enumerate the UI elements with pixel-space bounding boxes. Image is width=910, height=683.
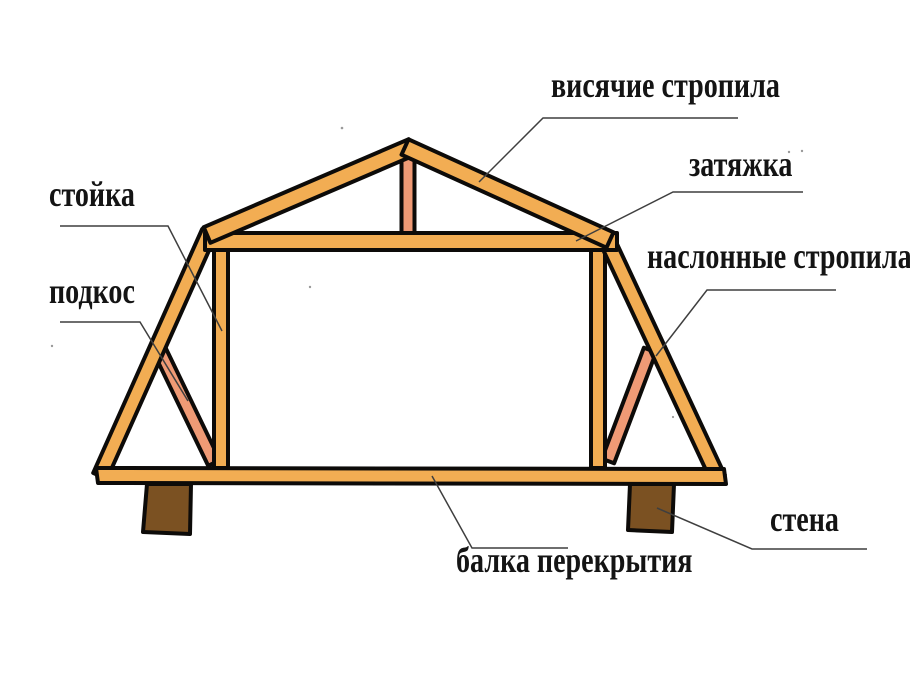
tie-beam [203, 231, 619, 252]
wall-pier-right [626, 482, 676, 534]
floor-beam [94, 466, 728, 486]
label-post: стойка [49, 174, 135, 214]
leader-hanging-rafters [478, 117, 738, 183]
label-brace: подкос [49, 271, 135, 311]
label-floor-beam: балка перекрытия [456, 540, 693, 580]
label-hanging-rafters: висячие стропила [551, 65, 780, 105]
wall-pier-left [141, 482, 193, 536]
leader-tie-beam [575, 191, 803, 242]
hanging-rafter-right [399, 137, 616, 250]
post-right [589, 246, 607, 470]
label-wall: стена [770, 499, 839, 539]
leader-brace [60, 321, 189, 402]
brace-left [150, 342, 222, 468]
leader-inclined-rafters [655, 289, 836, 357]
brace-right [599, 345, 659, 466]
scan-specks [50, 126, 804, 419]
label-tie-beam: затяжка [689, 144, 793, 184]
leader-floor-beam [431, 475, 568, 549]
label-inclined-rafters: наслонные стропила [647, 236, 910, 276]
leader-wall [656, 507, 867, 550]
leader-post [60, 225, 223, 332]
post-left [212, 246, 230, 470]
hanging-rafter-left [201, 137, 418, 245]
hanging-post [399, 150, 417, 238]
